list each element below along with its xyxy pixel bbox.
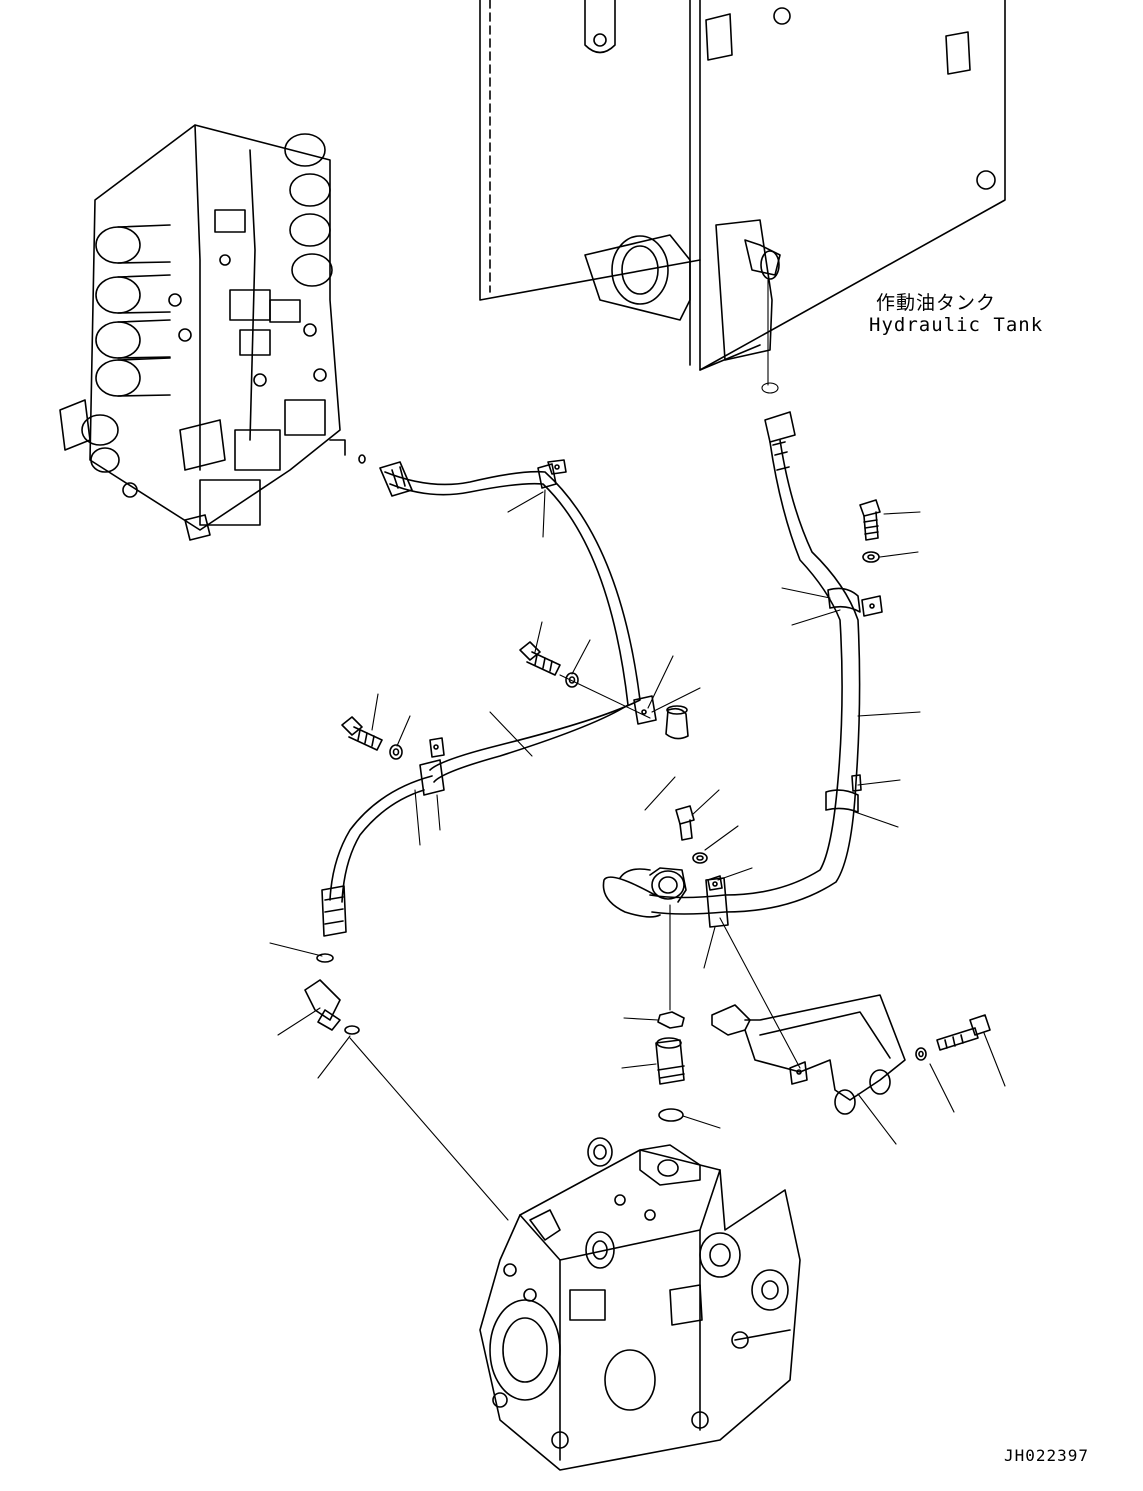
drawing-number: JH022397 [1004, 1446, 1090, 1465]
bolt-and-washer-left [342, 642, 688, 759]
hydraulic-pump [480, 1138, 800, 1470]
elbow-fitting [305, 980, 359, 1034]
hydraulic-tank-label-en: Hydraulic Tank [869, 314, 1044, 336]
bolt-and-washer-right [676, 500, 880, 863]
hydraulic-tank [480, 0, 1005, 370]
adapter-fitting [656, 1012, 684, 1121]
hose-left-lower [317, 776, 432, 962]
hose-left-upper [380, 460, 656, 795]
mounting-bracket [712, 995, 990, 1114]
leader-lines [270, 280, 1005, 1220]
control-valve [60, 125, 365, 540]
hydraulic-tank-label-jp: 作動油タンク [876, 292, 997, 314]
hose-right [603, 412, 882, 927]
